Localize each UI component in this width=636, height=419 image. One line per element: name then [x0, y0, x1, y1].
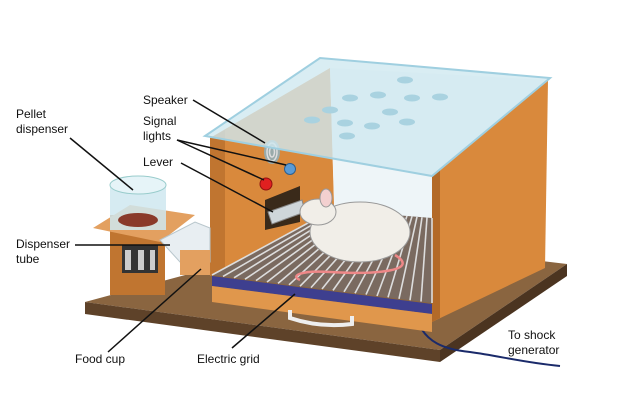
- grid-rod: [409, 217, 423, 301]
- label-electric-grid: Electric grid: [197, 352, 260, 366]
- signal-light-red: [259, 177, 273, 191]
- lever: [265, 186, 306, 230]
- lid-hole: [342, 94, 358, 102]
- lid-hole: [432, 93, 448, 101]
- drop-pan-drawer: [212, 286, 432, 332]
- label-dispenser-tube: Dispenser tube: [16, 237, 71, 266]
- leader-lines: [69, 99, 296, 353]
- food-cup: [180, 250, 210, 275]
- right-wall: [432, 80, 548, 322]
- rat: [295, 188, 411, 282]
- lid-hole: [404, 94, 420, 102]
- lid-hole: [399, 118, 415, 126]
- lid-hole: [397, 76, 413, 84]
- label-food-cup: Food cup: [75, 352, 126, 366]
- signal-light-blue: [284, 163, 296, 175]
- ventilation-holes: [304, 76, 448, 140]
- lid-hole: [370, 91, 386, 99]
- lid-hole: [339, 132, 355, 140]
- lid-hole: [322, 106, 338, 114]
- label-pellet-dispenser: Pellet dispenser: [16, 107, 69, 136]
- grid-rod: [398, 216, 418, 299]
- label-speaker: Speaker: [143, 93, 188, 107]
- drawer-handle: [288, 310, 354, 328]
- label-shock-generator: To shock generator: [508, 328, 560, 357]
- label-signal-lights: Signal lights: [143, 114, 177, 143]
- label-lever: Lever: [143, 155, 174, 169]
- grid-terminal-strip: [212, 276, 432, 314]
- pellet-dispenser: [93, 175, 195, 295]
- lid-hole: [304, 116, 320, 124]
- shock-cable: [414, 309, 561, 367]
- grid-rod: [420, 217, 428, 302]
- glass-lid: [202, 56, 553, 178]
- lid-hole: [337, 119, 353, 127]
- lid-hole: [382, 108, 398, 116]
- lid-hole: [364, 122, 380, 130]
